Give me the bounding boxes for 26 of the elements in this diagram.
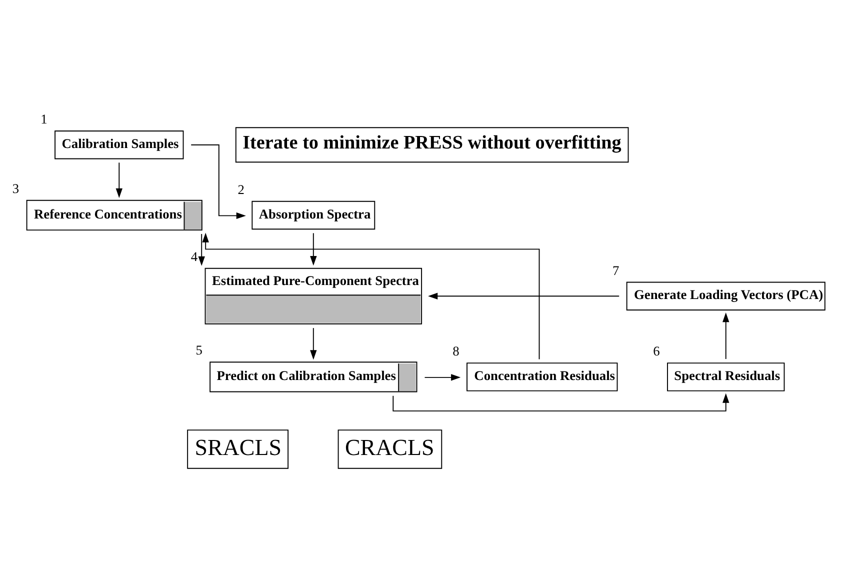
arrow	[190, 144, 246, 220]
node-label: 1	[40, 112, 48, 127]
node-box: SRACLS	[187, 430, 289, 469]
node-box: Spectral Residuals	[667, 362, 785, 392]
node-box: Calibration Samples	[54, 130, 184, 160]
node-label: 7	[612, 262, 620, 278]
node-label: 2	[238, 182, 244, 197]
arrow	[310, 328, 317, 360]
node-label: 6	[653, 344, 660, 359]
node-label: 5	[196, 342, 202, 358]
arrow	[198, 234, 205, 266]
arrow	[424, 374, 461, 381]
node-label: 4	[190, 248, 198, 264]
arrow	[428, 292, 620, 300]
node-label: 3	[12, 180, 20, 196]
arrow	[310, 232, 317, 266]
arrow	[202, 232, 540, 360]
node-box: Generate Loading Vectors (PCA)	[626, 282, 826, 310]
node-label: 8	[452, 344, 460, 359]
arrow	[116, 162, 122, 198]
arrow	[722, 312, 730, 360]
node-box: Iterate to minimize PRESS without overfitting	[235, 127, 629, 163]
node-box: Absorption Spectra	[252, 200, 376, 230]
arrow	[392, 393, 730, 412]
node-box: CRACLS	[338, 430, 442, 469]
node-box: Concentration Residuals	[466, 362, 618, 392]
